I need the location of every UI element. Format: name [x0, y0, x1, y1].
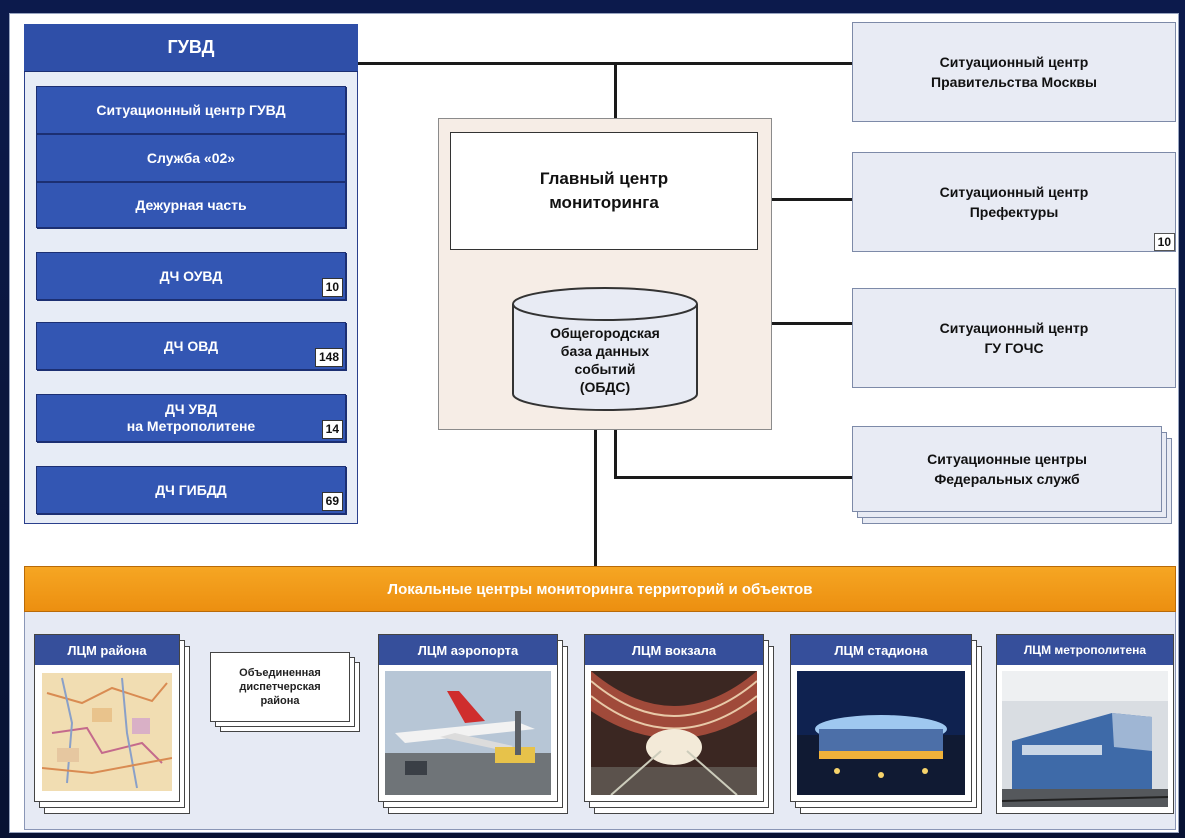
district-map-icon	[42, 673, 172, 791]
connector-main-local	[594, 428, 597, 566]
guvd-title: ГУВД	[24, 24, 358, 72]
unit-dovd-label: ДЧ ОВД	[163, 338, 219, 354]
situation-center-gochs: Ситуационный центр ГУ ГОЧС	[852, 288, 1176, 388]
main-center-title-2: мониторинга	[549, 193, 659, 212]
situation-center-federal-1: Ситуационные центры	[927, 451, 1087, 467]
unit-gibdd-label: ДЧ ГИБДД	[155, 482, 227, 498]
local-centers-title: Локальные центры мониторинга территорий …	[24, 566, 1176, 612]
connector-main-federal-h	[614, 476, 854, 479]
database-line-3: событий	[574, 361, 636, 377]
station-card: ЛЦМ вокзала	[584, 634, 764, 802]
situation-center-prefecture-2: Префектуры	[969, 204, 1059, 220]
district-dispatch-2: диспетчерская	[239, 681, 321, 693]
situation-center-federal-2: Федеральных служб	[934, 471, 1080, 487]
metro-card-label: ЛЦМ метрополитена	[997, 635, 1173, 665]
situation-center-federal: Ситуационные центры Федеральных служб	[852, 426, 1162, 512]
situation-center-gochs-2: ГУ ГОЧС	[984, 340, 1044, 356]
metro-card: ЛЦМ метрополитена	[996, 634, 1174, 814]
district-dispatch-3: района	[260, 695, 300, 707]
district-dispatch: Объединенная диспетчерская района	[210, 652, 350, 722]
connector-guvd-main-h	[358, 62, 616, 65]
main-center-title: Главный центр мониторинга	[450, 132, 758, 250]
district-card: ЛЦМ района	[34, 634, 180, 802]
database-cylinder-icon	[512, 287, 698, 411]
stadium-card-label: ЛЦМ стадиона	[791, 635, 971, 665]
unit-douvd-label: ДЧ ОУВД	[159, 268, 223, 284]
unit-metro-count: 14	[321, 420, 343, 439]
unit-dovd-count: 148	[314, 348, 343, 367]
guvd-duty-unit: Дежурная часть	[36, 182, 346, 228]
connector-guvd-main-v	[614, 62, 617, 120]
situation-center-gochs-1: Ситуационный центр	[939, 320, 1089, 336]
guvd-situation-center: Ситуационный центр ГУВД	[36, 86, 346, 134]
airport-card-label: ЛЦМ аэропорта	[379, 635, 557, 665]
station-photo-icon	[591, 671, 757, 795]
metro-photo-icon	[1002, 671, 1168, 807]
situation-center-moscow: Ситуационный центр Правительства Москвы	[852, 22, 1176, 122]
situation-center-moscow-2: Правительства Москвы	[931, 74, 1097, 90]
unit-douvd: ДЧ ОУВД 10	[36, 252, 346, 300]
database-line-4: (ОБДС)	[579, 379, 631, 395]
unit-metro-label-1: ДЧ УВД	[164, 401, 218, 417]
database-line-1: Общегородская	[550, 325, 660, 341]
unit-metro-label-2: на Метрополитене	[126, 418, 256, 434]
district-dispatch-1: Объединенная	[239, 667, 321, 679]
connector-main-federal-v	[614, 428, 617, 478]
connector-main-gochs	[772, 322, 854, 325]
airport-photo-icon	[385, 671, 551, 795]
unit-gibdd: ДЧ ГИБДД 69	[36, 466, 346, 514]
unit-douvd-count: 10	[321, 278, 343, 297]
airport-card: ЛЦМ аэропорта	[378, 634, 558, 802]
connector-main-prefecture	[772, 198, 854, 201]
stadium-photo-icon	[797, 671, 965, 795]
situation-center-prefecture: Ситуационный центр Префектуры 10	[852, 152, 1176, 252]
guvd-service-02: Служба «02»	[36, 134, 346, 182]
district-card-label: ЛЦМ района	[35, 635, 179, 665]
unit-gibdd-count: 69	[321, 492, 343, 511]
stadium-card: ЛЦМ стадиона	[790, 634, 972, 802]
unit-metro: ДЧ УВД на Метрополитене 14	[36, 394, 346, 442]
station-card-label: ЛЦМ вокзала	[585, 635, 763, 665]
situation-center-prefecture-count: 10	[1153, 233, 1175, 251]
unit-dovd: ДЧ ОВД 148	[36, 322, 346, 370]
connector-main-moscow	[614, 62, 854, 65]
main-center-title-1: Главный центр	[539, 169, 669, 188]
situation-center-prefecture-1: Ситуационный центр	[939, 184, 1089, 200]
database-label: Общегородская база данных событий (ОБДС)	[510, 324, 700, 396]
situation-center-moscow-1: Ситуационный центр	[939, 54, 1089, 70]
database-line-2: база данных	[560, 343, 650, 359]
